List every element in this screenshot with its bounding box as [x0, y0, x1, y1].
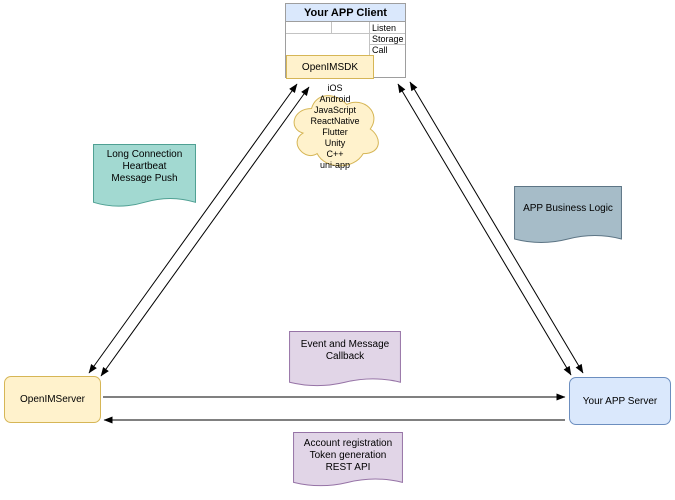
- app-server-label: Your APP Server: [582, 395, 658, 407]
- openimsdk-label: OpenIMSDK: [301, 61, 359, 73]
- openimserver-label: OpenIMServer: [19, 394, 86, 405]
- app-server-node: Your APP Server: [569, 377, 671, 425]
- callout-long-connection: Long Connection Heartbeat Message Push: [93, 144, 196, 210]
- client-divider-vertical-short: [331, 22, 332, 33]
- connector-openimserver-sdk-1: [88, 83, 298, 374]
- document-shape: [289, 331, 401, 389]
- client-row-storage: Storage: [372, 34, 404, 44]
- openimsdk-box: OpenIMSDK: [286, 55, 374, 79]
- client-divider-vertical: [369, 22, 370, 55]
- callout-event-callback-text: Event and Message Callback: [300, 339, 390, 362]
- callout-event-callback: Event and Message Callback: [289, 331, 401, 389]
- callout-app-business-logic-text: APP Business Logic: [523, 203, 613, 214]
- document-shape: [293, 432, 403, 489]
- callout-account-registration: Account registration Token generation RE…: [293, 432, 403, 489]
- client-box: Your APP Client Listen Storage Call Open…: [285, 3, 406, 79]
- callout-long-connection-text: Long Connection Heartbeat Message Push: [106, 149, 183, 184]
- platforms-list: iOS Android JavaScript ReactNative Flutt…: [310, 83, 360, 170]
- openimserver-node: OpenIMServer: [4, 376, 101, 423]
- client-row-call: Call: [372, 45, 388, 55]
- callout-account-registration-text: Account registration Token generation RE…: [303, 438, 393, 473]
- client-row-listen: Listen: [372, 23, 397, 33]
- client-title: Your APP Client: [286, 4, 405, 22]
- client-divider-row1: [286, 33, 405, 34]
- client-divider-row2: [369, 44, 405, 45]
- callout-app-business-logic: APP Business Logic: [514, 186, 622, 246]
